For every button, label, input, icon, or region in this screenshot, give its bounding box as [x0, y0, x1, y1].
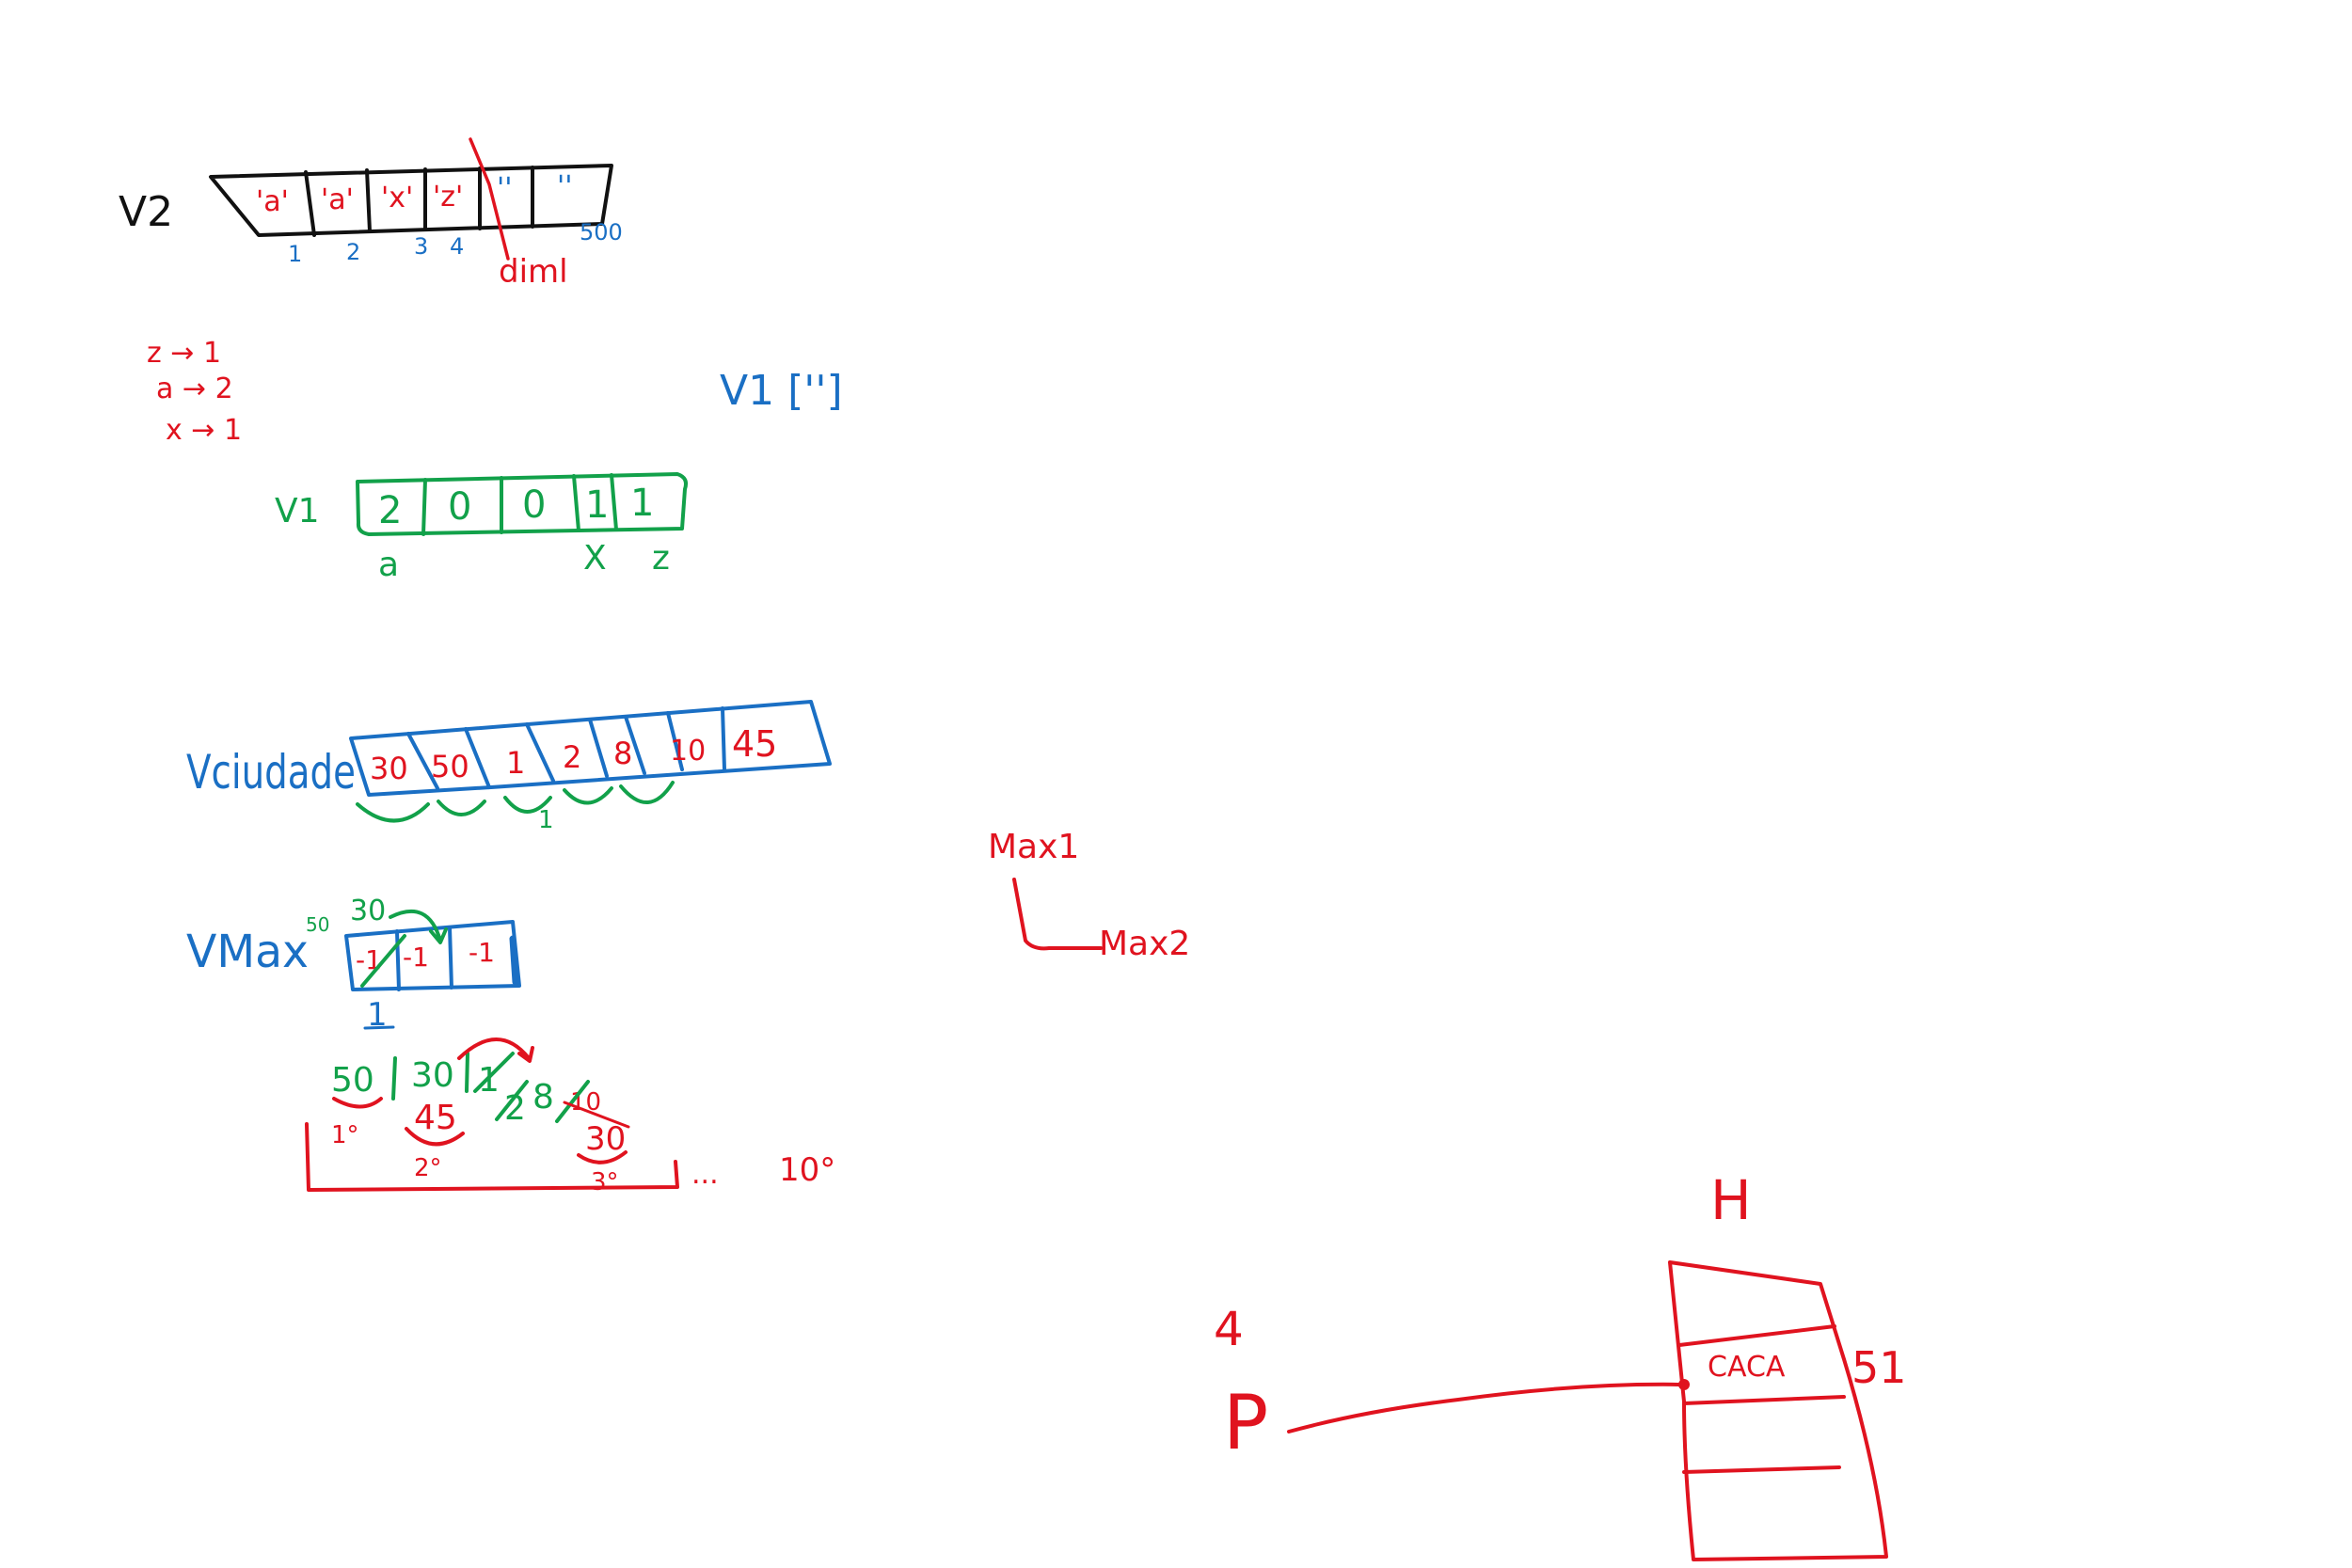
v2-cell-1: 'a' — [256, 185, 289, 218]
heap-address: 51 — [1851, 1342, 1907, 1393]
v1-declaration: V1 [''] — [720, 367, 843, 415]
mapping-line-2: a → 2 — [156, 372, 233, 405]
vmax-array-dividers — [395, 926, 453, 991]
rank-top-50: 50 — [331, 1061, 374, 1100]
v2-boundary-line — [469, 137, 510, 261]
rank-top-2: 2 — [504, 1089, 526, 1128]
vciudade-cell-6: 10 — [670, 735, 706, 768]
rank-sep-1 — [391, 1056, 397, 1101]
rank-strikes — [473, 1052, 590, 1123]
vmax-cell-2: -1 — [403, 942, 429, 973]
vmax-shift-arrow — [389, 909, 448, 944]
v1-cell-3: 0 — [522, 483, 546, 527]
rank-2nd: 2° — [414, 1154, 442, 1182]
v1-array-dividers — [421, 473, 618, 536]
max-tree-connector — [1012, 878, 1103, 951]
rank-3rd: 3° — [591, 1168, 619, 1196]
v2-index-2: 2 — [346, 239, 360, 265]
v2-array-group: V2 'a' 'a' 'x' 'z' '' '' diml 1 2 3 4 50… — [119, 137, 623, 291]
vmax-label: VMax — [186, 926, 309, 978]
char-count-notes: z → 1 a → 2 x → 1 — [147, 337, 242, 447]
vmax-cell-3: -1 — [469, 937, 495, 968]
vmax-above-30: 30 — [350, 895, 386, 927]
vmax-below-underline — [363, 1025, 395, 1030]
rank-mid-30: 30 — [585, 1120, 626, 1158]
rank-brackets — [332, 1097, 628, 1164]
v1-cell-2: 0 — [448, 485, 471, 529]
v1-cell-5: 1 — [630, 482, 654, 525]
vciudade-cell-3: 1 — [506, 745, 525, 781]
max-tree-group: Max1 Max2 — [988, 828, 1190, 963]
pointer-heap-group: 4 P H CACA 51 — [1214, 1168, 1907, 1561]
vmax-array-outline — [344, 920, 521, 991]
v2-label: V2 — [119, 188, 173, 236]
v1-array-group: V1 2 0 0 1 1 a X z — [275, 472, 688, 584]
rank-strike-red — [563, 1101, 630, 1129]
vmax-above-50: 50 — [306, 913, 329, 936]
rank-last: 10° — [779, 1151, 835, 1189]
heap-block-rows — [1677, 1324, 1846, 1474]
vciudade-cell-4: 2 — [563, 739, 581, 775]
pointer-name: P — [1223, 1379, 1268, 1466]
rank-sep-2 — [465, 1052, 469, 1093]
v1-below-x: X — [583, 539, 607, 578]
v2-index-1: 1 — [288, 241, 302, 267]
heap-block-outline — [1668, 1260, 1888, 1561]
vciudade-array-outline — [349, 700, 832, 797]
v2-cell-6: '' — [557, 170, 573, 203]
rank-top-30: 30 — [411, 1056, 454, 1095]
vmax-below-1: 1 — [367, 996, 388, 1034]
v1-cell-4: 1 — [585, 483, 609, 527]
v2-cell-5: '' — [497, 172, 513, 205]
max2-label: Max2 — [1099, 925, 1190, 963]
rank-move-arrow — [457, 1037, 534, 1063]
vciudade-under-mark: 1 — [538, 806, 554, 834]
rank-box — [305, 1122, 679, 1192]
vmax-cell-1: -1 — [356, 944, 382, 975]
v1-below-a: a — [378, 546, 399, 584]
v1-label: V1 — [275, 492, 320, 531]
v2-diml-label: diml — [499, 253, 568, 291]
rank-top-8: 8 — [532, 1078, 554, 1117]
v2-index-3: 3 — [414, 233, 428, 260]
v1-cell-1: 2 — [378, 489, 402, 532]
rank-1st: 1° — [331, 1121, 359, 1149]
mapping-line-3: x → 1 — [166, 414, 242, 447]
ranking-group: 50 30 1 2 8 10 45 30 1° 2° 3° ... 10° — [305, 1037, 835, 1196]
v2-index-500: 500 — [580, 219, 623, 245]
vciudade-array-group: Vciudade 30 50 1 2 8 10 45 1 — [186, 700, 832, 834]
rank-mid-45: 45 — [414, 1099, 457, 1137]
v2-cell-3: 'x' — [381, 182, 413, 214]
max1-label: Max1 — [988, 828, 1079, 866]
vciudade-compare-arcs — [356, 781, 675, 823]
mapping-line-1: z → 1 — [147, 337, 221, 370]
pointer-number: 4 — [1214, 1302, 1244, 1356]
vmax-end-mark — [509, 935, 519, 986]
vmax-strike — [360, 934, 406, 988]
vciudade-cell-2: 50 — [431, 749, 469, 784]
v2-array-dividers — [304, 166, 534, 237]
rank-ellipsis: ... — [691, 1158, 719, 1191]
vciudade-label: Vciudade — [186, 745, 356, 800]
v1-below-z: z — [652, 539, 670, 578]
vciudade-cell-5: 8 — [613, 736, 632, 771]
heap-cell-value: CACA — [1708, 1351, 1786, 1384]
v1-array-outline — [356, 472, 688, 536]
pointer-arrow-line — [1287, 1382, 1686, 1433]
vmax-array-group: VMax -1 -1 -1 50 30 1 — [186, 895, 521, 1034]
v2-cell-4: 'z' — [433, 181, 463, 214]
v2-index-4: 4 — [450, 233, 464, 260]
vciudade-cell-1: 30 — [370, 751, 408, 786]
rank-top-10: 10 — [570, 1088, 601, 1117]
heap-label: H — [1710, 1168, 1752, 1232]
vciudade-array-dividers — [406, 706, 726, 790]
vciudade-cell-7: 45 — [732, 723, 777, 765]
rank-top-1: 1 — [478, 1061, 500, 1100]
v2-cell-2: 'a' — [321, 183, 354, 216]
